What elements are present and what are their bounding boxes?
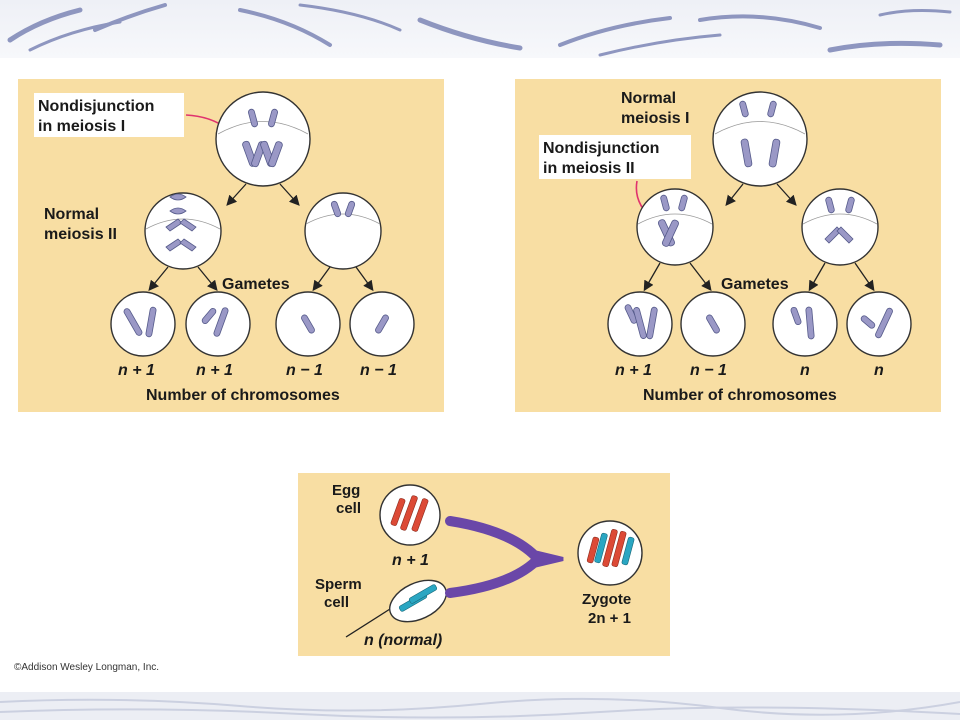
callout-line2: in meiosis II <box>543 160 635 177</box>
cell-meiosis-ii-left <box>144 192 222 270</box>
gamete-3 <box>772 291 838 357</box>
callout-line1: Nondisjunction <box>38 98 154 115</box>
count-3: n <box>800 362 810 379</box>
gamete-2 <box>185 291 251 357</box>
gamete-3 <box>275 291 341 357</box>
callout-box <box>34 93 184 137</box>
chromosome-group <box>242 108 283 168</box>
spindle <box>217 121 309 135</box>
callout-box <box>539 135 691 179</box>
sperm-label-line2: cell <box>324 594 349 611</box>
gamete-4 <box>349 291 415 357</box>
count-2: n − 1 <box>690 362 727 379</box>
sperm-label-line1: Sperm <box>315 576 362 593</box>
axis-label: Number of chromosomes <box>643 387 837 404</box>
diagram-meiosis-ii: Normal meiosis I Nondisjunction in meios… <box>539 90 912 404</box>
axis-label: Number of chromosomes <box>146 387 340 404</box>
count-2: n + 1 <box>196 362 233 379</box>
parent-cell <box>215 91 311 187</box>
zygote-label-line2: 2n + 1 <box>588 610 631 627</box>
diagram-fertilization: Egg cell n + 1 Sperm cell n (normal) <box>315 482 643 649</box>
panel-fertilization: Egg cell n + 1 Sperm cell n (normal) <box>298 473 670 656</box>
normal-label-line1: Normal <box>621 90 676 107</box>
cell-meiosis-ii-right <box>304 192 382 270</box>
normal-label-line2: meiosis I <box>621 110 689 127</box>
chromosome-group <box>739 100 781 168</box>
egg-label-line1: Egg <box>332 482 360 499</box>
gametes-label: Gametes <box>721 276 789 293</box>
zygote-label-line1: Zygote <box>582 591 631 608</box>
count-1: n + 1 <box>118 362 155 379</box>
gamete-4 <box>846 291 912 357</box>
normal-label-line2: meiosis II <box>44 226 117 243</box>
panel-meiosis-ii-nondisjunction: Normal meiosis I Nondisjunction in meios… <box>515 79 941 412</box>
count-3: n − 1 <box>286 362 323 379</box>
egg-count: n + 1 <box>392 552 429 569</box>
panel-meiosis-i-nondisjunction: Nondisjunction in meiosis I Normal <box>18 79 444 412</box>
decorative-header <box>0 0 960 58</box>
sperm-count: n (normal) <box>364 632 442 649</box>
normal-label-line1: Normal <box>44 206 99 223</box>
sperm-cell <box>345 579 447 638</box>
egg-label-line2: cell <box>336 500 361 517</box>
gamete-1 <box>110 291 176 357</box>
count-1: n + 1 <box>615 362 652 379</box>
gametes-label: Gametes <box>222 276 290 293</box>
fusion-arrow <box>445 516 564 598</box>
callout-line2: in meiosis I <box>38 118 125 135</box>
diagram-meiosis-i: Nondisjunction in meiosis I Normal <box>34 91 415 404</box>
count-4: n − 1 <box>360 362 397 379</box>
decorative-footer <box>0 692 960 720</box>
parent-cell <box>712 91 808 187</box>
callout-line1: Nondisjunction <box>543 140 659 157</box>
cell-normal <box>801 188 879 266</box>
gamete-1 <box>607 291 673 357</box>
zygote-cell <box>577 520 643 586</box>
egg-cell <box>379 484 441 546</box>
count-4: n <box>874 362 884 379</box>
copyright: ©Addison Wesley Longman, Inc. <box>14 662 160 673</box>
gamete-2 <box>680 291 746 357</box>
